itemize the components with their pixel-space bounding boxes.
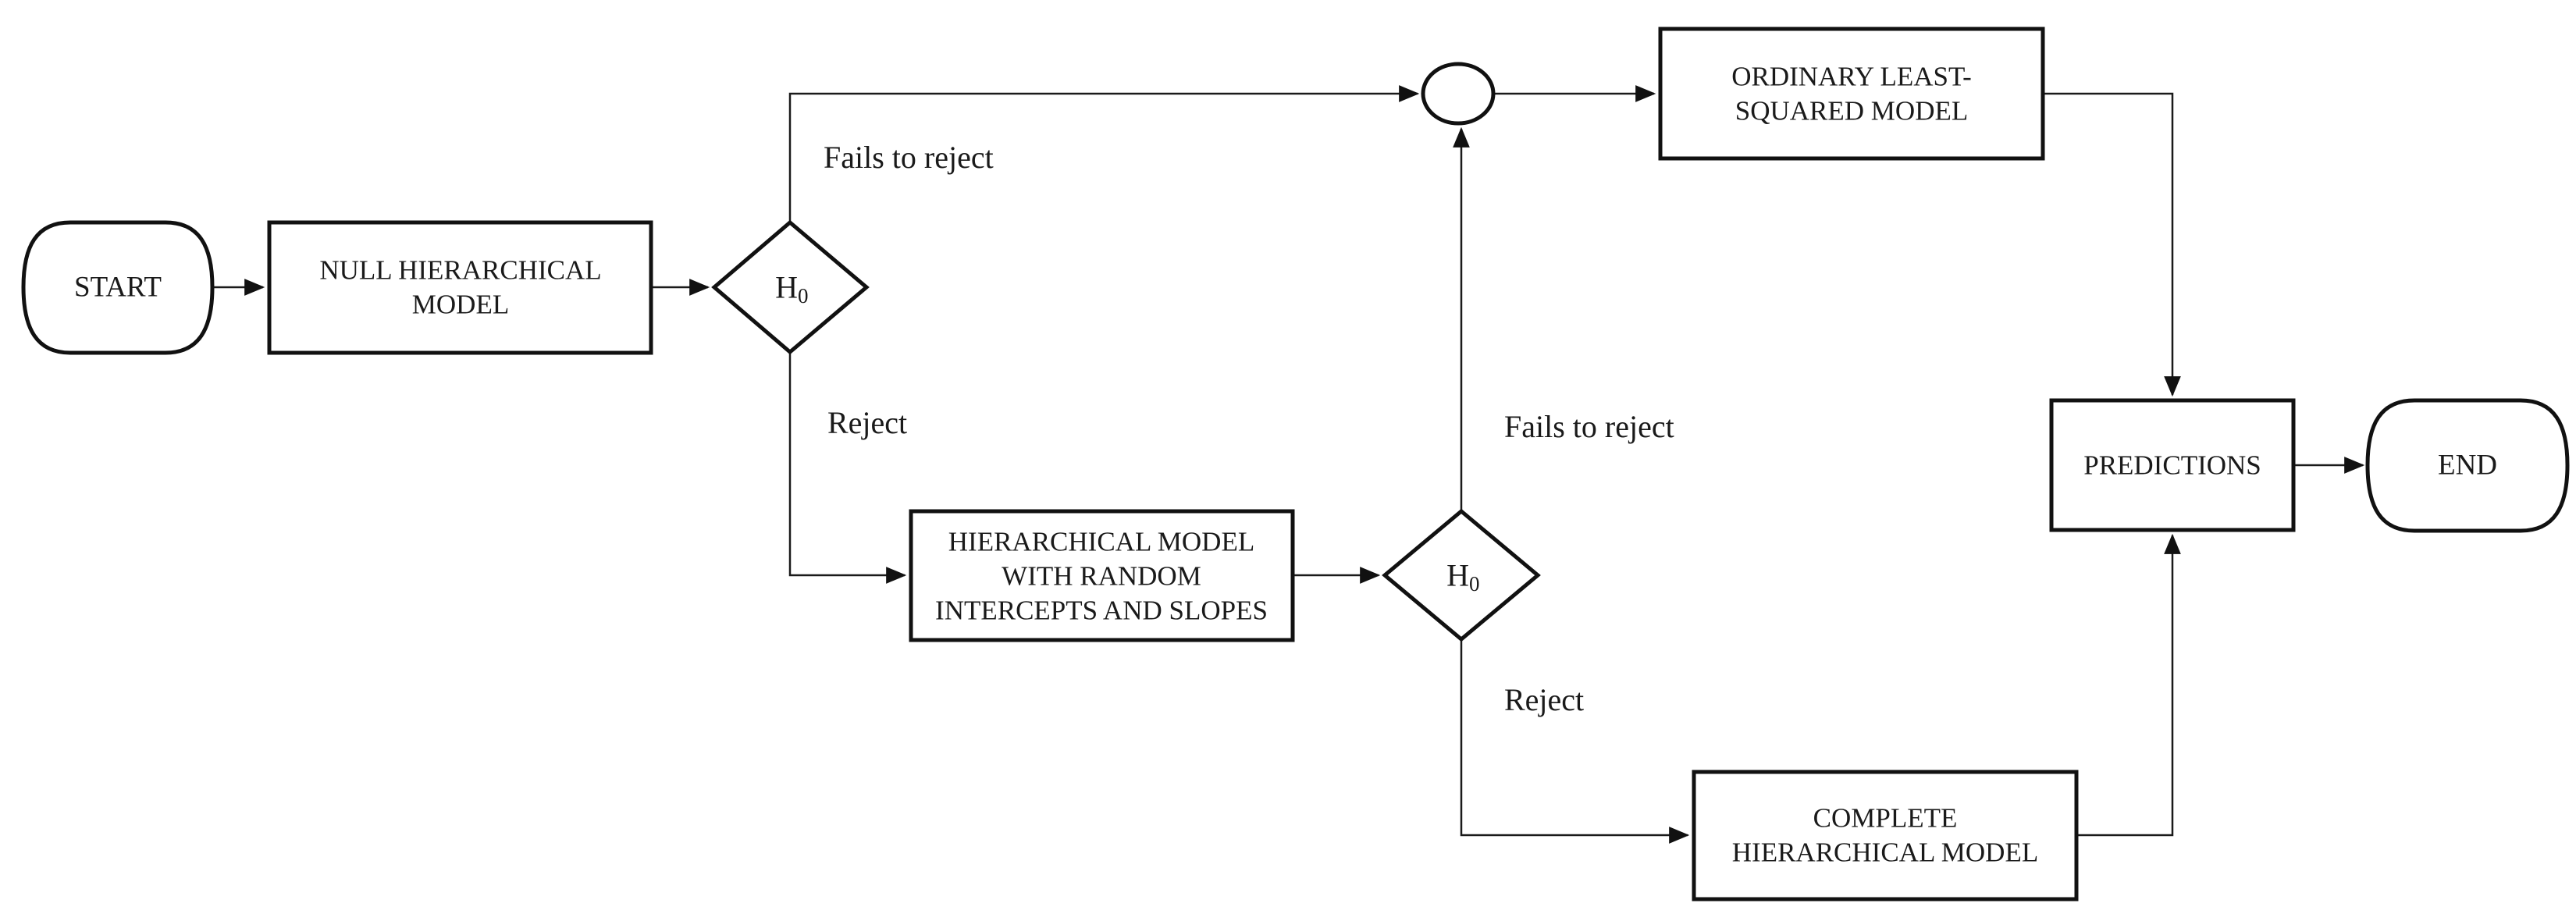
process-complete-model-box: [1692, 770, 2079, 901]
process-random-model-line2: WITH RANDOM: [1002, 561, 1201, 592]
process-ols-model: ORDINARY LEAST- SQUARED MODEL: [1658, 27, 2045, 161]
process-predictions-box: [2049, 398, 2296, 532]
decision-h0-second-subscript: 0: [1469, 572, 1480, 596]
decision-h0-second-label: H: [1446, 558, 1469, 593]
process-complete-model: COMPLETE HIERARCHICAL MODEL: [1692, 770, 2079, 901]
process-random-model: HIERARCHICAL MODEL WITH RANDOM INTERCEPT…: [909, 509, 1295, 642]
process-complete-model-line2: HIERARCHICAL MODEL: [1732, 837, 2038, 868]
decision-h0-first-label: H: [775, 270, 798, 305]
edge-label-reject-first: Reject: [827, 405, 907, 440]
process-predictions: PREDICTIONS: [2049, 398, 2296, 532]
terminator-end: END: [2365, 398, 2570, 533]
terminator-start: START: [21, 220, 215, 355]
junction-circle: [1421, 62, 1496, 126]
edge-h0-second-reject-to-complete-model: [1460, 639, 1690, 844]
edge-label-fails-to-reject-first: Fails to reject: [824, 140, 994, 175]
process-predictions-label: PREDICTIONS: [2083, 450, 2261, 481]
edge-h0-first-reject-to-random-model: [788, 352, 907, 584]
terminator-end-label: END: [2438, 450, 2497, 482]
terminator-start-label: START: [74, 272, 162, 304]
terminator-start-shape: [21, 220, 215, 355]
junction-circle-shape: [1421, 62, 1496, 126]
process-null-model: NULL HIERARCHICAL MODEL: [267, 220, 653, 355]
edge-ols-model-to-predictions: [2043, 92, 2181, 397]
process-null-model-line2: MODEL: [412, 290, 509, 320]
process-null-model-line1: NULL HIERARCHICAL: [319, 255, 601, 286]
process-ols-model-line2: SQUARED MODEL: [1735, 96, 1968, 126]
decision-h0-second: H 0: [1382, 508, 1541, 642]
edge-labels: Fails to reject Reject Fails to reject R…: [824, 140, 1674, 717]
edge-label-reject-second: Reject: [1504, 682, 1584, 717]
decision-h0-first: H 0: [711, 219, 870, 355]
edge-label-fails-to-reject-second: Fails to reject: [1504, 409, 1674, 444]
decision-h0-first-subscript: 0: [798, 284, 809, 308]
process-ols-model-line1: ORDINARY LEAST-: [1731, 62, 1972, 92]
decision-h0-first-shape: [711, 219, 870, 355]
edge-h0-first-fails-to-junction: [788, 85, 1420, 222]
process-complete-model-line1: COMPLETE: [1813, 803, 1958, 834]
process-ols-model-box: [1658, 27, 2045, 161]
process-random-model-line1: HIERARCHICAL MODEL: [948, 527, 1254, 557]
edge-complete-model-to-predictions: [2076, 533, 2181, 837]
edges: [211, 85, 2365, 844]
terminator-end-shape: [2365, 398, 2570, 533]
decision-h0-second-shape: [1382, 508, 1541, 642]
process-random-model-box: [909, 509, 1295, 642]
process-random-model-line3: INTERCEPTS AND SLOPES: [935, 596, 1268, 626]
process-null-model-box: [267, 220, 653, 355]
